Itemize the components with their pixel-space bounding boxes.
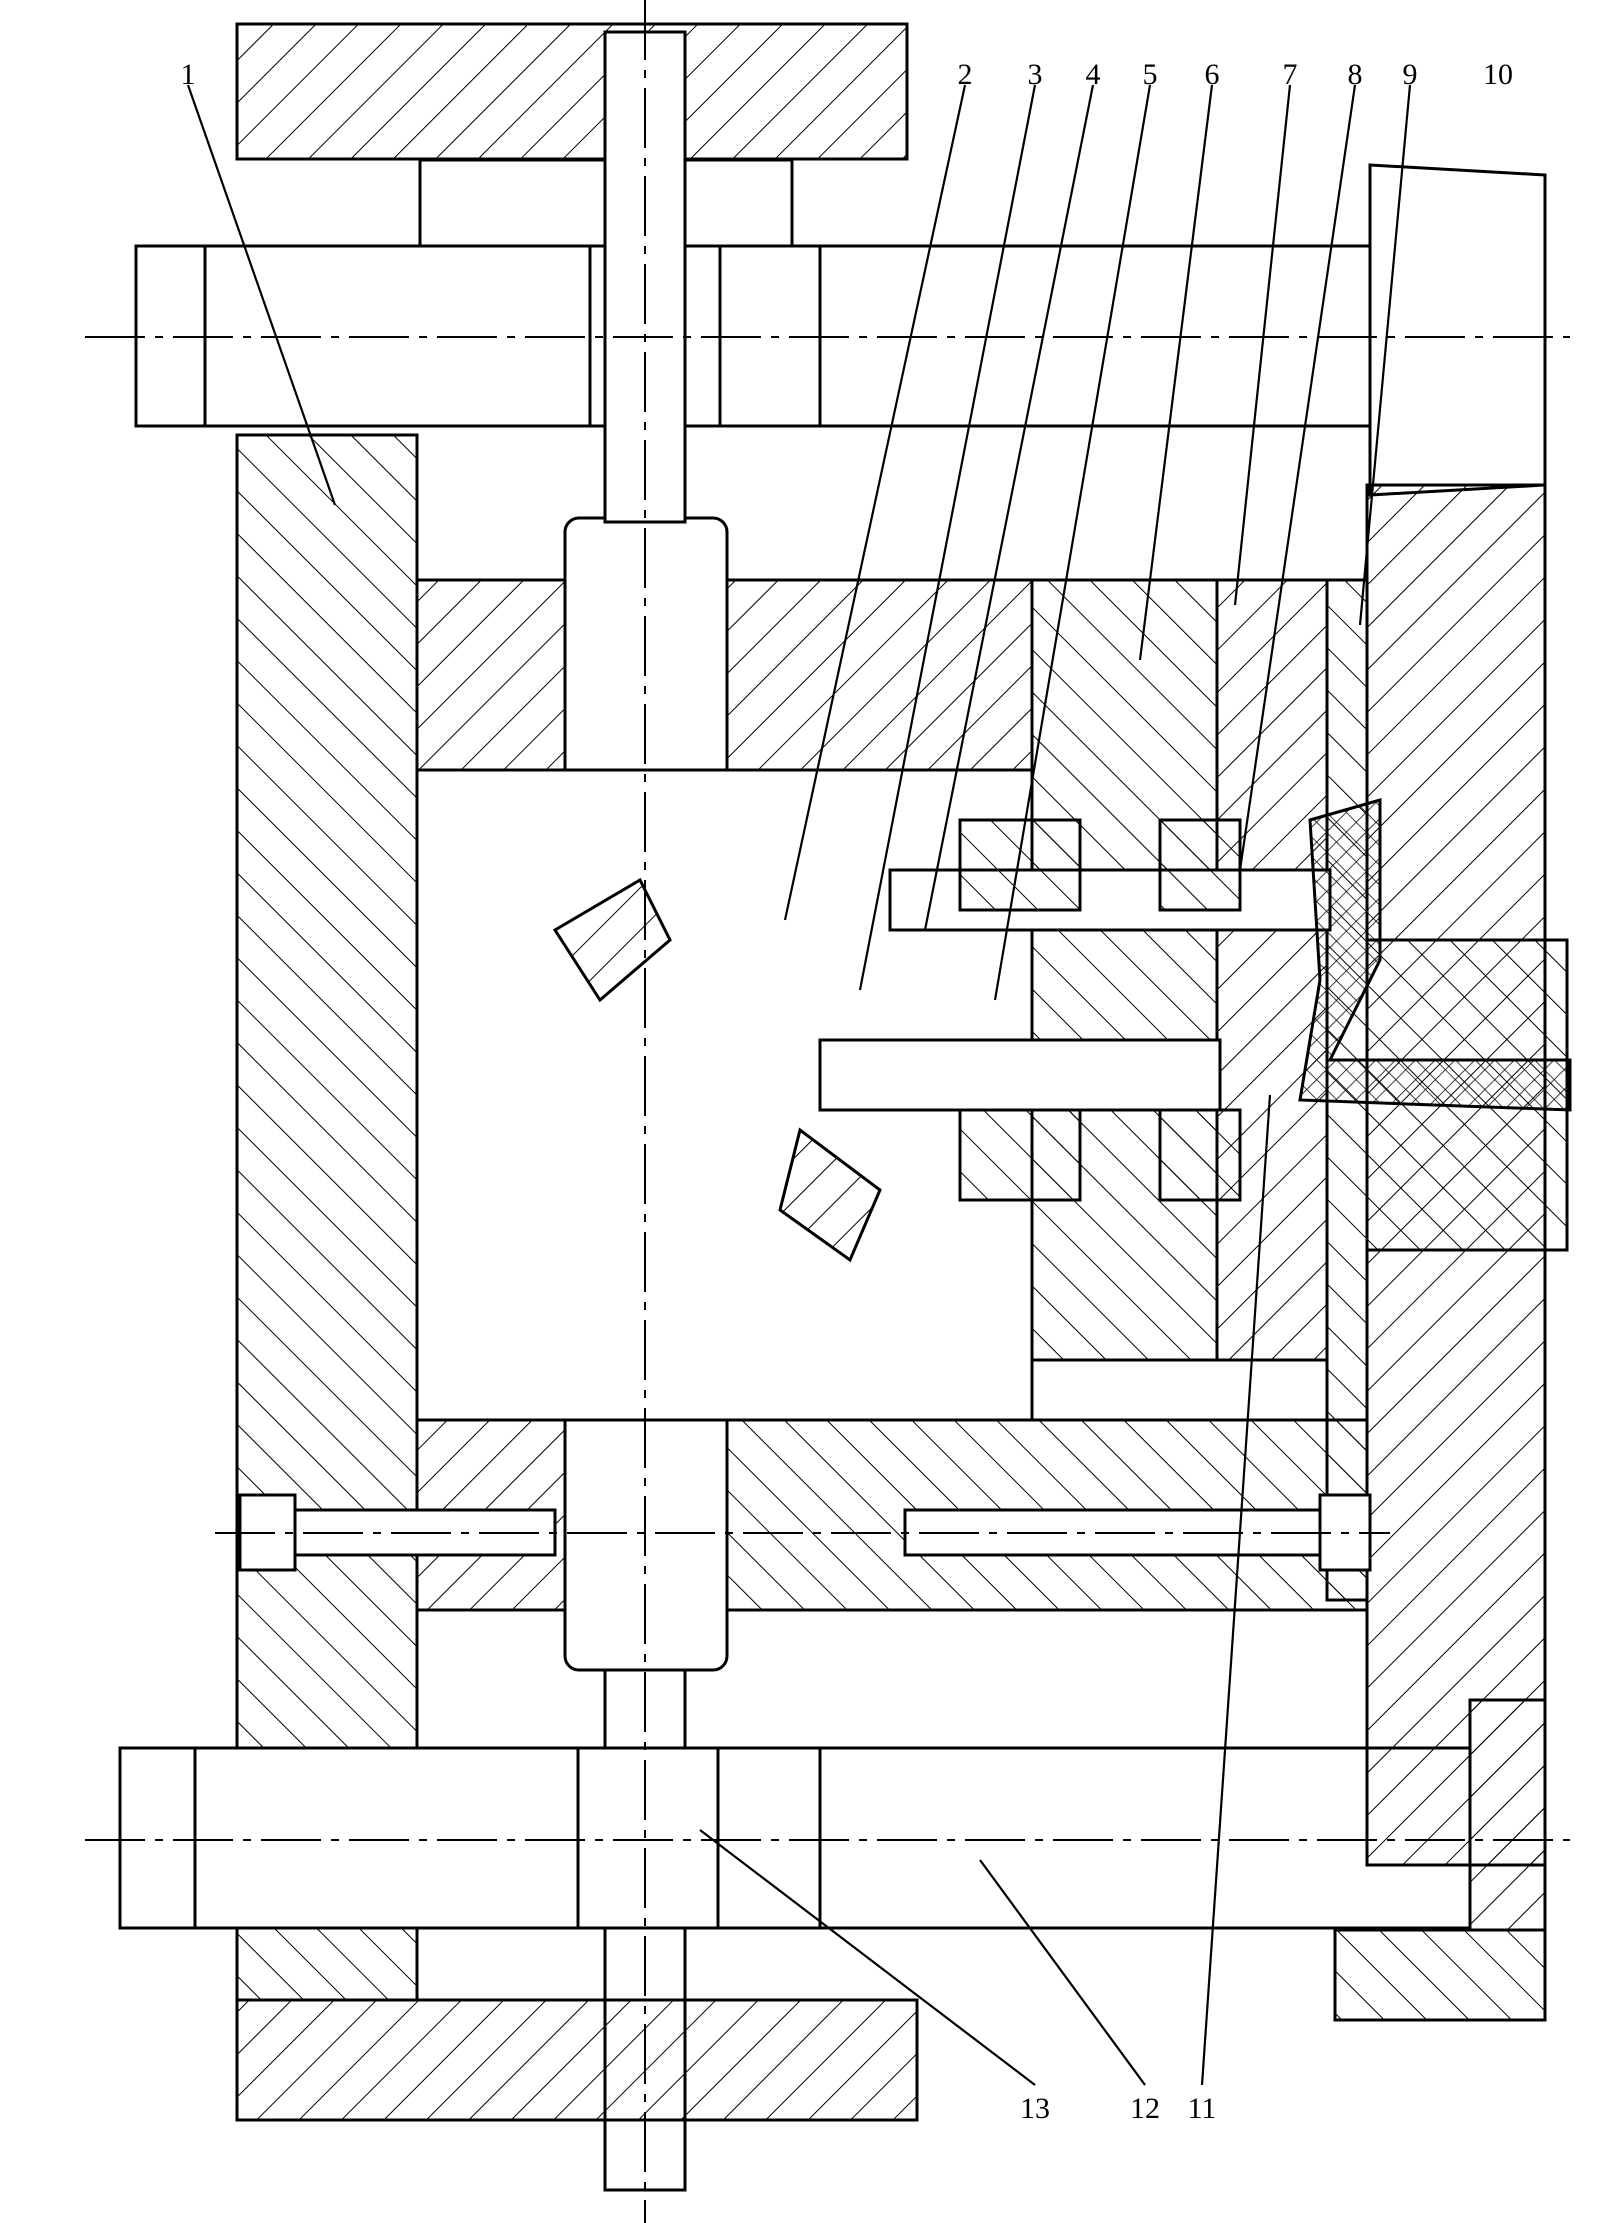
middle-plate-upper bbox=[415, 578, 567, 772]
callout-13: 13 bbox=[1020, 2092, 1050, 2125]
bevel-gear-lower bbox=[778, 1127, 882, 1263]
callout-7: 7 bbox=[1283, 58, 1298, 91]
callout-11: 11 bbox=[1188, 2092, 1217, 2125]
leader-lines bbox=[186, 84, 1412, 2086]
top-clamp-plate bbox=[235, 22, 909, 161]
bevel-gear-upper bbox=[552, 877, 672, 1003]
callout-9: 9 bbox=[1403, 58, 1418, 91]
callout-3: 3 bbox=[1028, 58, 1043, 91]
callout-6: 6 bbox=[1205, 58, 1220, 91]
callout-4: 4 bbox=[1086, 58, 1101, 91]
callout-1: 1 bbox=[181, 58, 196, 91]
callout-5: 5 bbox=[1143, 58, 1158, 91]
part-10-block bbox=[1368, 163, 1547, 497]
secondary-shaft bbox=[818, 1038, 1222, 1112]
callout-12: 12 bbox=[1130, 2092, 1160, 2125]
callout-8: 8 bbox=[1348, 58, 1363, 91]
bottom-guide-pillar bbox=[118, 1746, 822, 1930]
drawing-geometry bbox=[85, 0, 1572, 2223]
molded-part bbox=[1298, 798, 1572, 1112]
bottom-clamp-plate bbox=[235, 1998, 919, 2122]
callout-2: 2 bbox=[958, 58, 973, 91]
left-plate-1 bbox=[235, 433, 419, 1887]
callouts: 1 2 3 4 5 6 7 8 9 10 11 12 13 bbox=[181, 58, 1514, 2125]
callout-10: 10 bbox=[1483, 58, 1513, 91]
